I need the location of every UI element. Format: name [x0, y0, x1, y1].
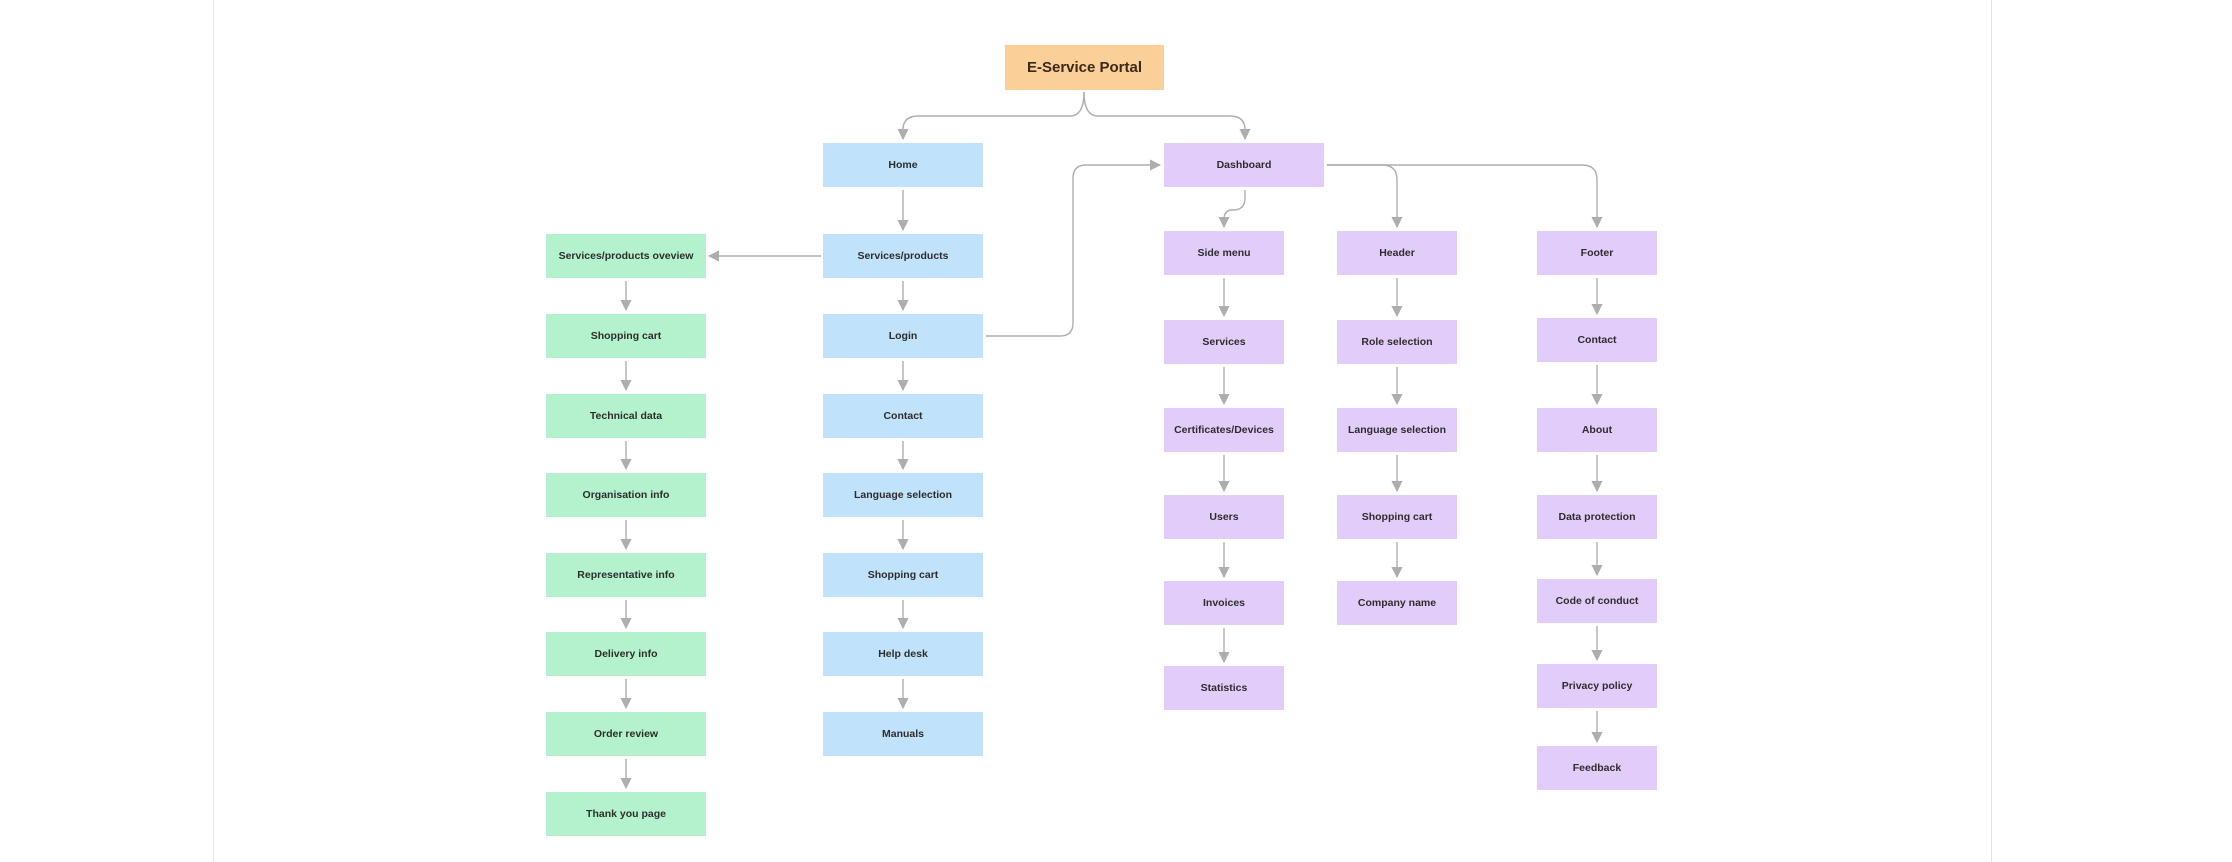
node-manuals[interactable]: Manuals [823, 712, 983, 756]
node-role-selection[interactable]: Role selection [1337, 320, 1457, 364]
node-technical-data[interactable]: Technical data [546, 394, 706, 438]
frame-border-left [213, 0, 214, 862]
node-code-of-conduct[interactable]: Code of conduct [1537, 579, 1657, 623]
frame-border-right [1991, 0, 1992, 862]
node-footer[interactable]: Footer [1537, 231, 1657, 275]
node-header[interactable]: Header [1337, 231, 1457, 275]
node-order-review[interactable]: Order review [546, 712, 706, 756]
connector-dashboard-sidemenu [1218, 190, 1246, 229]
node-privacy-policy[interactable]: Privacy policy [1537, 664, 1657, 708]
node-shopping-cart-blue[interactable]: Shopping cart [823, 553, 983, 597]
node-representative-info[interactable]: Representative info [546, 553, 706, 597]
connector-dashboard-header [1327, 164, 1403, 229]
node-invoices[interactable]: Invoices [1164, 581, 1284, 625]
node-company-name[interactable]: Company name [1337, 581, 1457, 625]
node-organisation-info[interactable]: Organisation info [546, 473, 706, 517]
node-shopping-cart-purple[interactable]: Shopping cart [1337, 495, 1457, 539]
node-contact-blue[interactable]: Contact [823, 394, 983, 438]
node-help-desk[interactable]: Help desk [823, 632, 983, 676]
node-delivery-info[interactable]: Delivery info [546, 632, 706, 676]
node-root[interactable]: E-Service Portal [1005, 45, 1164, 90]
node-certificates-devices[interactable]: Certificates/Devices [1164, 408, 1284, 452]
node-shopping-cart-green[interactable]: Shopping cart [546, 314, 706, 358]
node-services-products[interactable]: Services/products [823, 234, 983, 278]
node-language-selection-blue[interactable]: Language selection [823, 473, 983, 517]
node-home[interactable]: Home [823, 143, 983, 187]
connector-root-dashboard [1083, 91, 1251, 141]
node-services-products-overview[interactable]: Services/products oveview [546, 234, 706, 278]
node-contact-purple[interactable]: Contact [1537, 318, 1657, 362]
node-side-menu[interactable]: Side menu [1164, 231, 1284, 275]
node-thank-you-page[interactable]: Thank you page [546, 792, 706, 836]
node-about[interactable]: About [1537, 408, 1657, 452]
connector-root-home [897, 91, 1085, 141]
node-login[interactable]: Login [823, 314, 983, 358]
node-data-protection[interactable]: Data protection [1537, 495, 1657, 539]
connector-dashboard-footer [1327, 164, 1603, 229]
node-services[interactable]: Services [1164, 320, 1284, 364]
node-statistics[interactable]: Statistics [1164, 666, 1284, 710]
node-users[interactable]: Users [1164, 495, 1284, 539]
node-dashboard[interactable]: Dashboard [1164, 143, 1324, 187]
node-language-selection-purple[interactable]: Language selection [1337, 408, 1457, 452]
connector-login-dashboard [986, 159, 1162, 337]
node-feedback[interactable]: Feedback [1537, 746, 1657, 790]
